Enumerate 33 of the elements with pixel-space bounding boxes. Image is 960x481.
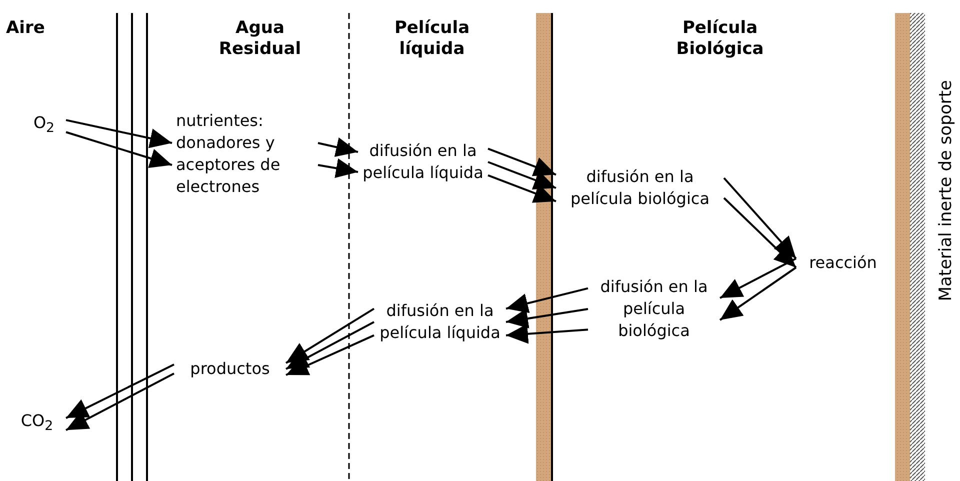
arrow bbox=[285, 308, 375, 364]
process-label: difusión en la película líquida bbox=[362, 140, 484, 184]
arrow bbox=[488, 161, 556, 190]
arrow bbox=[488, 174, 556, 203]
arrow bbox=[286, 334, 374, 376]
arrow bbox=[719, 266, 797, 321]
arrow bbox=[286, 321, 374, 370]
arrow bbox=[318, 158, 358, 178]
layer-heading: Película Biológica bbox=[675, 18, 765, 60]
arrow bbox=[318, 137, 358, 157]
layer-heading: Película líquida bbox=[393, 18, 471, 60]
arrow bbox=[66, 131, 172, 168]
process-label: O$_{2}$ bbox=[26, 112, 62, 140]
arrow bbox=[506, 287, 588, 314]
process-label: reacción bbox=[800, 252, 886, 274]
process-label: difusión en la película líquida bbox=[378, 300, 502, 344]
layer-label: Material inerte de soporte bbox=[936, 80, 956, 302]
process-label: difusión en la película biológica bbox=[592, 276, 716, 342]
arrow bbox=[66, 372, 174, 432]
arrow bbox=[720, 258, 796, 299]
arrow bbox=[723, 197, 797, 268]
layer-heading: Agua Residual bbox=[218, 18, 302, 60]
arrow bbox=[488, 148, 556, 176]
arrow bbox=[66, 364, 174, 419]
arrow bbox=[66, 119, 172, 148]
arrow bbox=[506, 324, 588, 344]
process-label: nutrientes: donadores y aceptores de electrones bbox=[176, 110, 314, 198]
process-label: productos bbox=[178, 358, 282, 380]
process-label: CO$_{2}$ bbox=[12, 410, 62, 438]
layer-heading: Aire bbox=[6, 18, 46, 39]
arrow bbox=[506, 308, 588, 328]
arrow bbox=[723, 177, 797, 260]
process-label: difusión en la película biológica bbox=[560, 166, 720, 210]
